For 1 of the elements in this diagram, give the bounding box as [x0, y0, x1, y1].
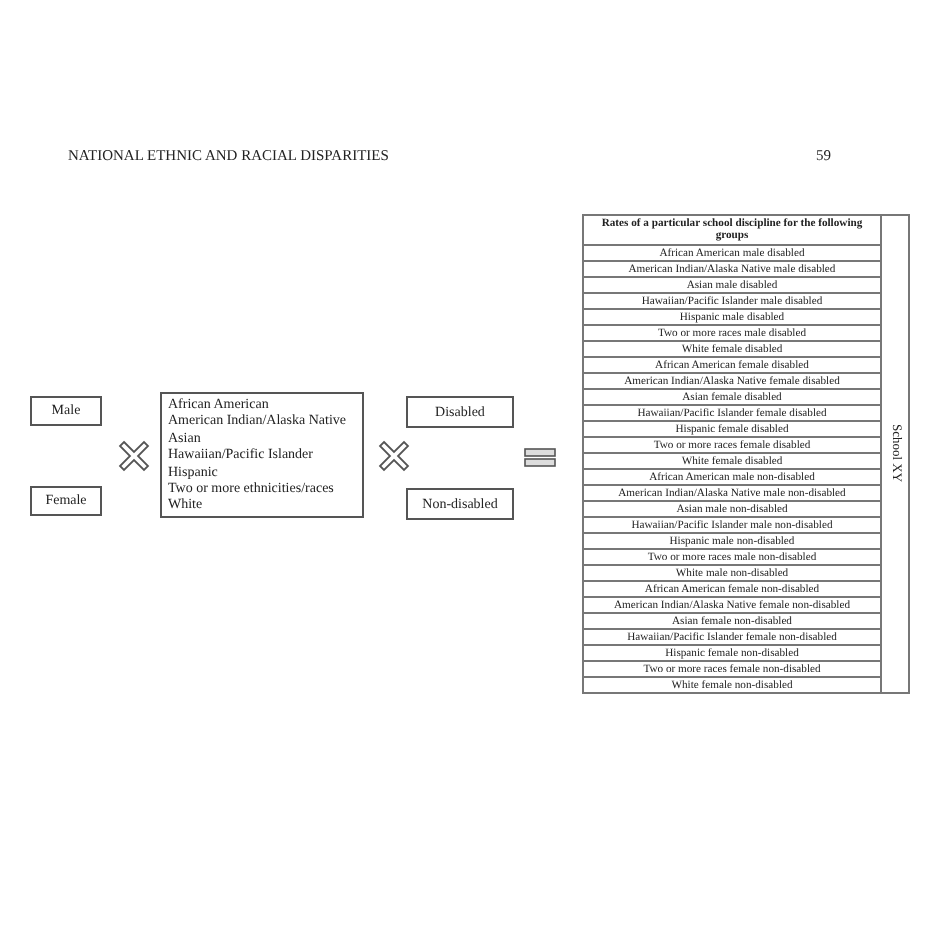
list-box [160, 392, 364, 518]
